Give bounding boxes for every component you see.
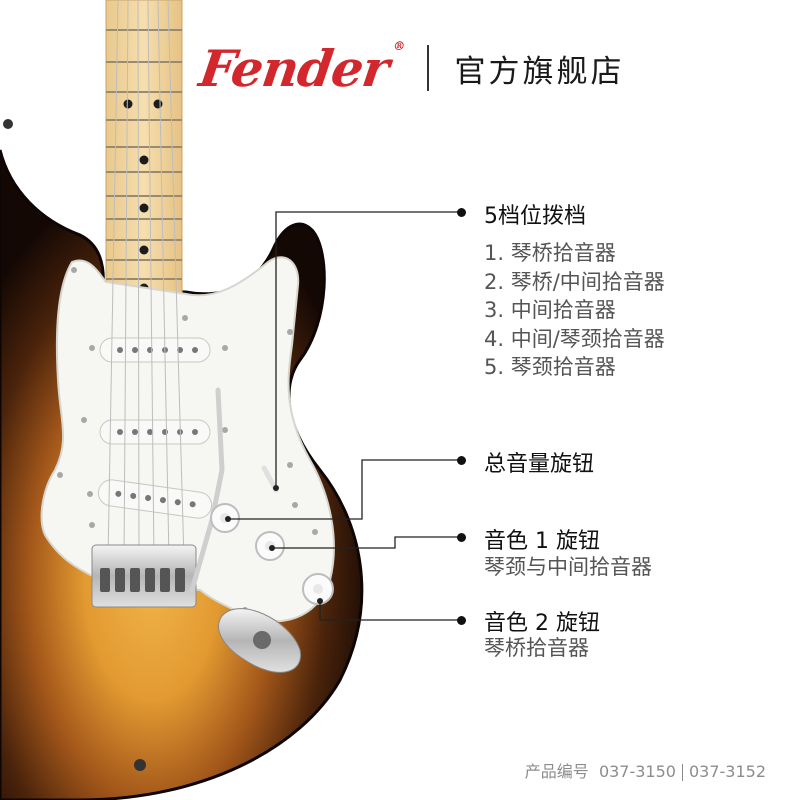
product-code-label: 产品编号: [524, 762, 589, 781]
volume-knob: [210, 503, 240, 533]
volume-dot: [457, 456, 466, 465]
tone2-knob: [302, 573, 334, 605]
switch-option-1: 1. 琴桥拾音器: [484, 241, 616, 265]
switch-dot: [457, 208, 466, 217]
switch-title: 5档位拨档: [484, 204, 586, 229]
tone1-desc: 琴颈与中间拾音器: [484, 555, 652, 579]
tone1-leader: [272, 536, 460, 549]
switch-option-5: 5. 琴颈拾音器: [484, 355, 616, 379]
bridge-pickup: [97, 479, 213, 519]
bridge: [91, 544, 197, 608]
switch-option-4: 4. 中间/琴颈拾音器: [484, 327, 665, 351]
code-separator: [681, 764, 683, 781]
product-code-2: 037-3152: [688, 762, 766, 781]
tone1-title: 音色 1 旋钮: [484, 529, 600, 554]
fender-logo[interactable]: Fender®: [195, 38, 406, 98]
volume-leader: [228, 459, 460, 520]
output-jack: [218, 608, 301, 673]
store-label: 官方旗舰店: [454, 53, 625, 90]
switch-leader: [275, 211, 460, 488]
volume-title: 总音量旋钮: [484, 452, 595, 477]
middle-pickup: [99, 419, 211, 445]
header-divider: [427, 45, 429, 91]
tone2-dot: [457, 616, 466, 625]
product-code-1: 037-3150: [598, 762, 676, 781]
switch-option-3: 3. 中间拾音器: [484, 298, 616, 322]
tone1-dot: [457, 533, 466, 542]
tone2-title: 音色 2 旋钮: [484, 611, 600, 636]
switch-option-2: 2. 琴桥/中间拾音器: [484, 270, 665, 294]
neck-pickup: [99, 337, 211, 363]
brand-header: Fender® 官方旗舰店: [196, 38, 625, 98]
tone2-desc: 琴桥拾音器: [484, 636, 589, 660]
product-code: 产品编号 037-3150 037-3152: [525, 758, 766, 782]
tremolo-arm: [189, 387, 225, 593]
